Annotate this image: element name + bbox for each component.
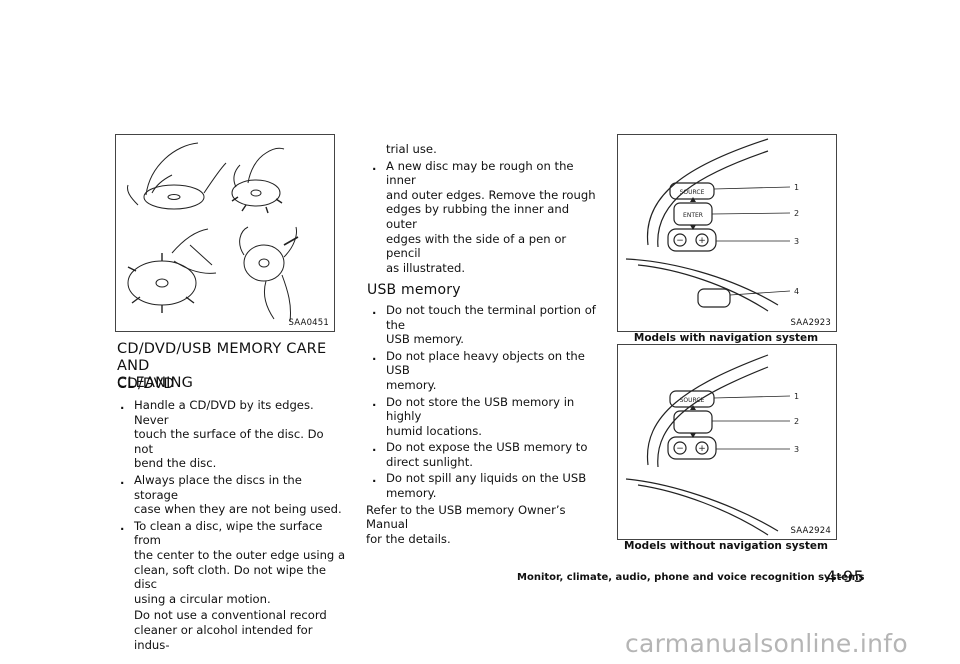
callout-1: 1	[794, 183, 799, 192]
middle-column: trial use. . A new disc may be rough on …	[366, 142, 602, 546]
callout-3: 3	[794, 445, 799, 454]
disc-care-figure: SAA0451	[115, 134, 335, 332]
list-item: . To clean a disc, wipe the surface from…	[120, 518, 346, 606]
source-button-label: SOURCE	[680, 397, 705, 404]
section-title-line-1: CD/DVD/USB MEMORY CARE AND	[117, 341, 327, 374]
bullet-marker: .	[372, 158, 377, 173]
disc-handling-illustration	[127, 142, 299, 322]
no-nav-figure-caption: Models without navigation system	[624, 540, 828, 552]
bullet-marker: .	[372, 471, 377, 486]
minus-glyph: −	[676, 444, 684, 454]
bullet-marker: .	[120, 518, 125, 533]
bullet-marker: .	[372, 394, 377, 409]
list-item: . Do not expose the USB memory to direct…	[372, 440, 588, 469]
refer-paragraph: Refer to the USB memory Owner’s Manual f…	[366, 502, 566, 546]
down-arrow-icon	[690, 433, 696, 438]
up-arrow-icon	[690, 197, 696, 202]
steering-switch-no-nav-illustration: SOURCE − + 1 2 3	[625, 354, 799, 536]
plus-glyph: +	[698, 444, 706, 454]
usb-heading: USB memory	[367, 282, 461, 299]
list-item: . A new disc may be rough on the inner a…	[372, 158, 596, 275]
cd-paragraph: Do not use a conventional record cleaner…	[134, 608, 327, 652]
footer-section-label: Monitor, climate, audio, phone and voice…	[517, 572, 865, 583]
down-arrow-icon	[690, 225, 696, 230]
figure-code: SAA2924	[790, 526, 831, 536]
bullet-marker: .	[372, 348, 377, 363]
callout-2: 2	[794, 417, 799, 426]
nav-figure-caption: Models with navigation system	[633, 332, 819, 344]
callout-4: 4	[794, 287, 799, 296]
callout-3: 3	[794, 237, 799, 246]
bullet-marker: .	[372, 440, 377, 455]
up-arrow-icon	[690, 405, 696, 410]
bullet-marker: .	[372, 302, 377, 317]
bullet-marker: .	[120, 472, 125, 487]
watermark: carmanualsonline.info	[625, 629, 908, 658]
section-title-line-2: CLEANING	[117, 375, 194, 391]
no-nav-steering-figure: SOURCE − + 1 2 3 SAA2924	[617, 344, 837, 540]
cd-dvd-heading: CD/DVD	[117, 376, 175, 392]
list-item: . Handle a CD/DVD by its edges. Never to…	[120, 398, 324, 471]
page-number: 4-95	[826, 567, 865, 586]
list-item: . Do not touch the terminal portion of t…	[372, 302, 596, 347]
steering-switch-nav-illustration: SOURCE ENTER − + 1 2 3 4	[625, 138, 799, 312]
cd-paragraph-continued: trial use.	[386, 142, 437, 156]
source-button-label: SOURCE	[680, 189, 705, 196]
section-title: CD/DVD/USB MEMORY CARE AND CLEANING	[117, 341, 347, 392]
plus-glyph: +	[698, 236, 706, 246]
callout-1: 1	[794, 392, 799, 401]
figure-code: SAA0451	[288, 318, 329, 328]
list-item: . Do not spill any liquids on the USB me…	[372, 471, 587, 501]
list-item: . Do not store the USB memory in highly …	[372, 394, 575, 438]
nav-steering-figure: SOURCE ENTER − + 1 2 3 4 SAA2923	[617, 134, 837, 332]
callout-2: 2	[794, 209, 799, 218]
cd-dvd-bullets: . Handle a CD/DVD by its edges. Never to…	[114, 398, 346, 652]
bullet-marker: .	[120, 398, 125, 412]
list-item: . Always place the discs in the storage …	[120, 472, 342, 517]
figure-code: SAA2923	[790, 318, 831, 328]
list-item: . Do not place heavy objects on the USB …	[372, 348, 585, 392]
minus-glyph: −	[676, 236, 684, 246]
enter-button-label: ENTER	[683, 212, 703, 219]
